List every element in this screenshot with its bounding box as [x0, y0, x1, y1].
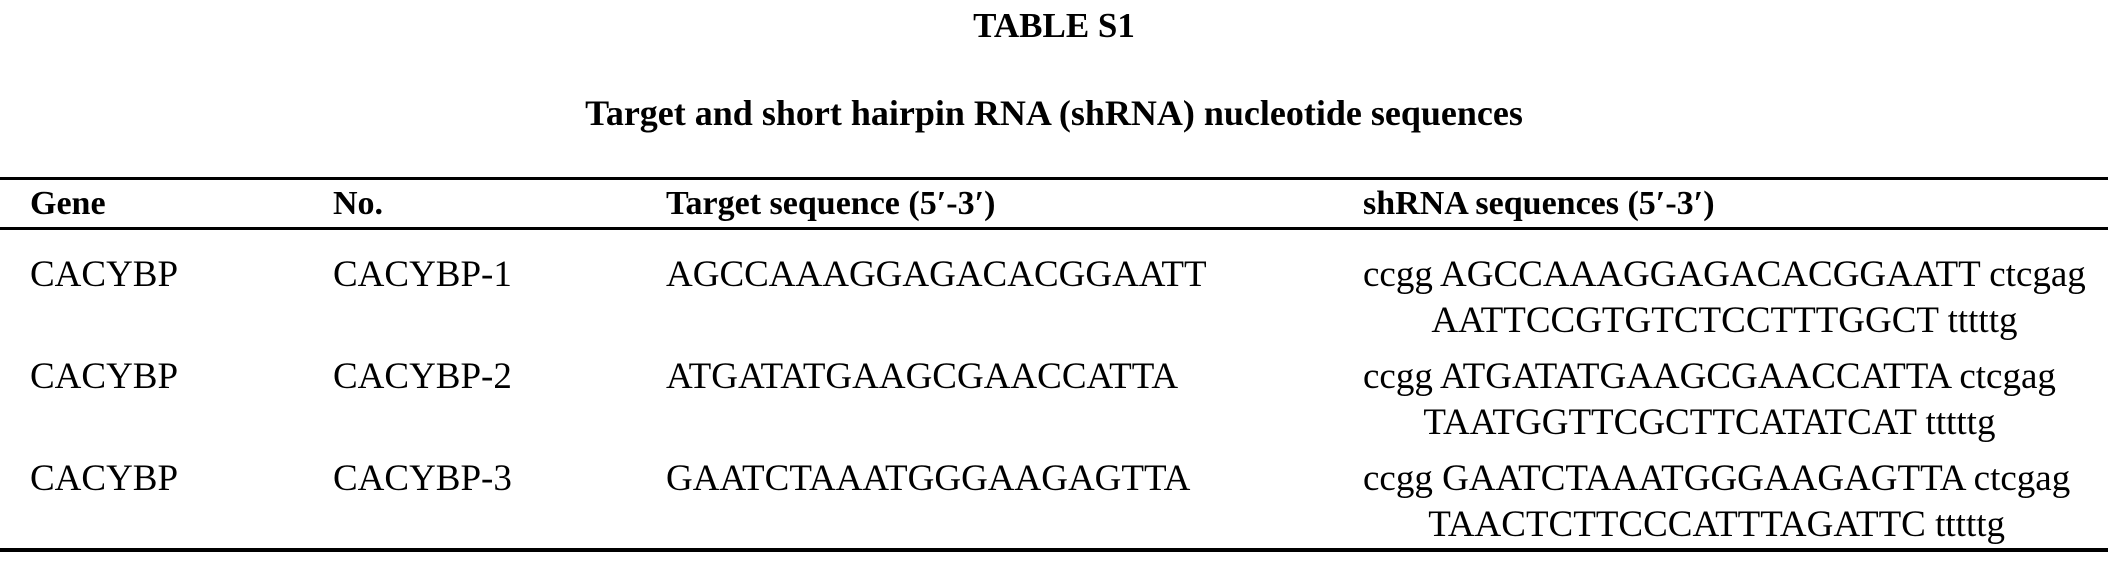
column-header-no: No.: [333, 178, 666, 230]
page-subtitle: Target and short hairpin RNA (shRNA) nuc…: [585, 93, 1523, 133]
column-header-target-sequence: Target sequence (5′-3′): [666, 178, 1363, 230]
shrna-sequence-cell: ccgg GAATCTAAATGGGAAGAGTTA ctcgag TAACTC…: [1363, 456, 2108, 550]
shrna-line1: ccgg AGCCAAAGGAGACACGGAATT ctcgag: [1363, 254, 2086, 295]
column-header-gene: Gene: [0, 178, 333, 230]
table-row: CACYBP CACYBP-2 ATGATATGAAGCGAACCATTA cc…: [0, 354, 2108, 456]
shrna-sequence: ccgg GAATCTAAATGGGAAGAGTTA ctcgag TAACTC…: [1363, 456, 2070, 548]
shrna-sequence: ccgg AGCCAAAGGAGACACGGAATT ctcgag AATTCC…: [1363, 252, 2086, 344]
shrna-line1: ccgg ATGATATGAAGCGAACCATTA ctcgag: [1363, 356, 2056, 397]
page-title: TABLE S1: [973, 6, 1135, 45]
shrna-line2: TAACTCTTCCCATTTAGATTC tttttg: [1428, 504, 2006, 545]
table-row: CACYBP CACYBP-1 AGCCAAAGGAGACACGGAATT cc…: [0, 229, 2108, 355]
document-page: TABLE S1 Target and short hairpin RNA (s…: [0, 6, 2108, 569]
shrna-line2: TAATGGTTCGCTTCATATCAT tttttg: [1423, 402, 1996, 443]
shrna-line1: ccgg GAATCTAAATGGGAAGAGTTA ctcgag: [1363, 458, 2071, 499]
no-cell: CACYBP-1: [333, 254, 512, 295]
target-sequence-cell: AGCCAAAGGAGACACGGAATT: [666, 254, 1207, 295]
no-cell: CACYBP-2: [333, 356, 512, 397]
gene-cell: CACYBP: [30, 458, 179, 499]
shrna-line2: AATTCCGTGTCTCCTTTGGCT tttttg: [1431, 300, 2018, 341]
column-header-shrna-sequences: shRNA sequences (5′-3′): [1363, 178, 2108, 230]
shrna-sequence-cell: ccgg AGCCAAAGGAGACACGGAATT ctcgag AATTCC…: [1363, 229, 2108, 355]
table-row: CACYBP CACYBP-3 GAATCTAAATGGGAAGAGTTA cc…: [0, 456, 2108, 550]
header-row: Gene No. Target sequence (5′-3′) shRNA s…: [0, 178, 2108, 230]
gene-cell: CACYBP: [30, 356, 179, 397]
target-sequence-cell: ATGATATGAAGCGAACCATTA: [666, 356, 1179, 397]
gene-cell: CACYBP: [30, 254, 179, 295]
no-cell: CACYBP-3: [333, 458, 512, 499]
shrna-sequence-cell: ccgg ATGATATGAAGCGAACCATTA ctcgag TAATGG…: [1363, 354, 2108, 456]
target-sequence-cell: GAATCTAAATGGGAAGAGTTA: [666, 458, 1191, 499]
sequences-table: Gene No. Target sequence (5′-3′) shRNA s…: [0, 177, 2108, 552]
shrna-sequence: ccgg ATGATATGAAGCGAACCATTA ctcgag TAATGG…: [1363, 354, 2056, 446]
